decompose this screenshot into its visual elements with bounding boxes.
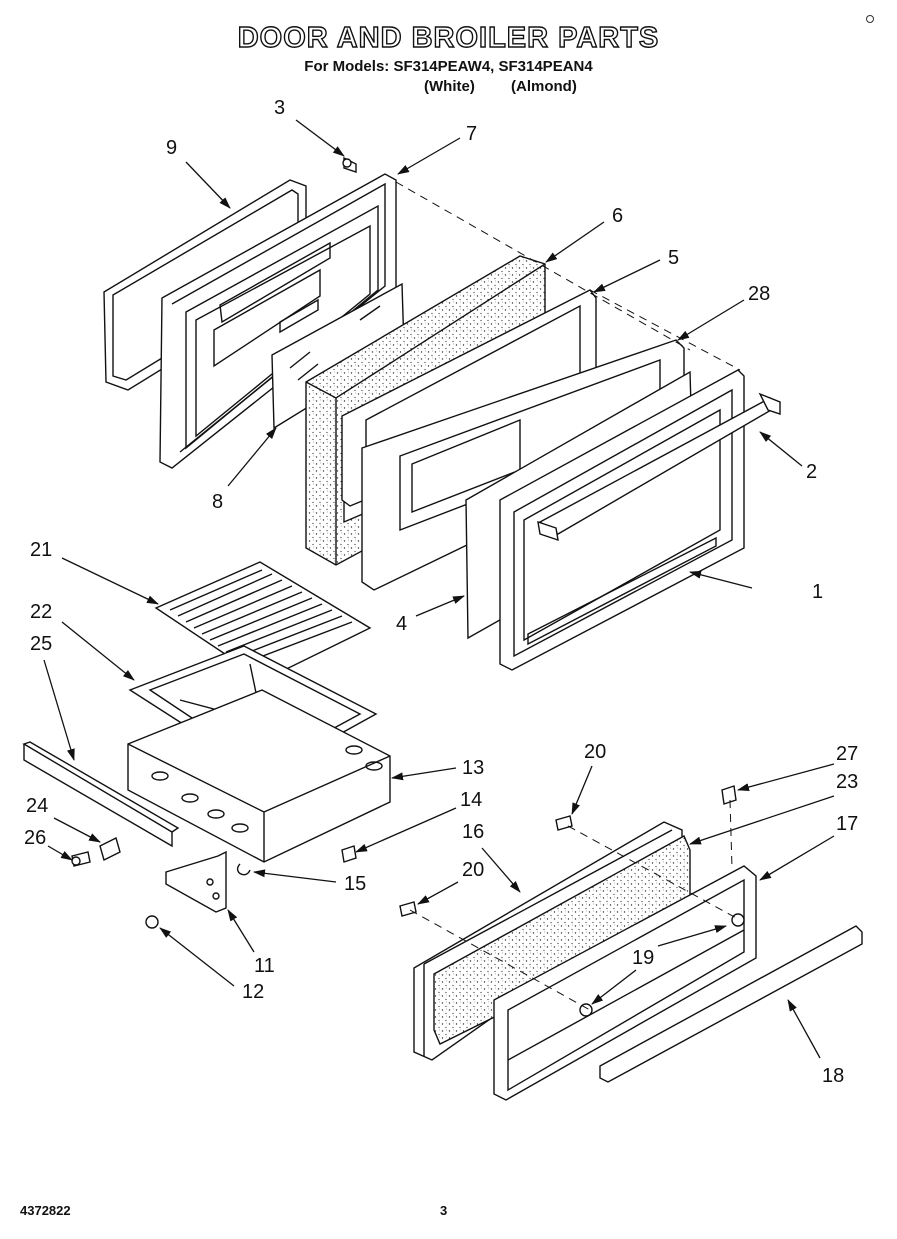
callout-18: 18 (822, 1065, 844, 1087)
callout-7: 7 (466, 123, 477, 145)
screw-20b (399, 901, 417, 917)
callout-8: 8 (212, 491, 223, 513)
callout-5: 5 (668, 247, 679, 269)
callout-26: 26 (24, 827, 46, 849)
clip-15 (236, 863, 251, 876)
page-title: DOOR AND BROILER PARTS (237, 21, 660, 54)
screw-27 (721, 785, 737, 805)
page-number: 3 (440, 1203, 448, 1218)
callout-20-bottom: 20 (462, 859, 484, 881)
door-glass (271, 282, 405, 430)
broiler-slide-rail (22, 741, 180, 848)
callout-3: 3 (274, 97, 285, 119)
drawer-trim-strip (599, 925, 863, 1083)
screw-26 (71, 851, 91, 867)
callout-14: 14 (460, 789, 482, 811)
door-handle (537, 392, 781, 542)
callout-28: 28 (748, 283, 770, 305)
finish-almond-label: (Almond) (511, 78, 577, 95)
callout-19: 19 (632, 947, 654, 969)
fastener-19b (731, 913, 745, 927)
bumper-12 (145, 915, 159, 929)
document-number: 4372822 (20, 1203, 71, 1218)
callout-4: 4 (396, 613, 407, 635)
callout-12: 12 (242, 981, 264, 1003)
callout-23: 23 (836, 771, 858, 793)
callout-22: 22 (30, 601, 52, 623)
corner-mark (866, 15, 874, 23)
callout-25: 25 (30, 633, 52, 655)
screw-3 (342, 156, 357, 173)
callout-9: 9 (166, 137, 177, 159)
finish-labels: (White) (Almond) (0, 78, 897, 98)
screw-20a (555, 815, 573, 831)
callout-6: 6 (612, 205, 623, 227)
clip-14 (341, 845, 357, 863)
callout-2: 2 (806, 461, 817, 483)
callout-1: 1 (812, 581, 823, 603)
fastener-19a (579, 1003, 593, 1017)
callout-16: 16 (462, 821, 484, 843)
callout-20-top: 20 (584, 741, 606, 763)
callout-11: 11 (254, 955, 275, 977)
callout-15: 15 (344, 873, 366, 895)
broiler-pan (127, 689, 391, 863)
callout-13: 13 (462, 757, 484, 779)
broiler-bracket (165, 850, 227, 913)
finish-white-label: (White) (424, 78, 475, 95)
callout-27: 27 (836, 743, 858, 765)
model-numbers: For Models: SF314PEAW4, SF314PEAN4 (304, 58, 593, 75)
drawer-front (493, 865, 757, 1101)
clip-24 (99, 836, 121, 862)
callout-24: 24 (26, 795, 48, 817)
callout-17: 17 (836, 813, 858, 835)
callout-21: 21 (30, 539, 52, 561)
